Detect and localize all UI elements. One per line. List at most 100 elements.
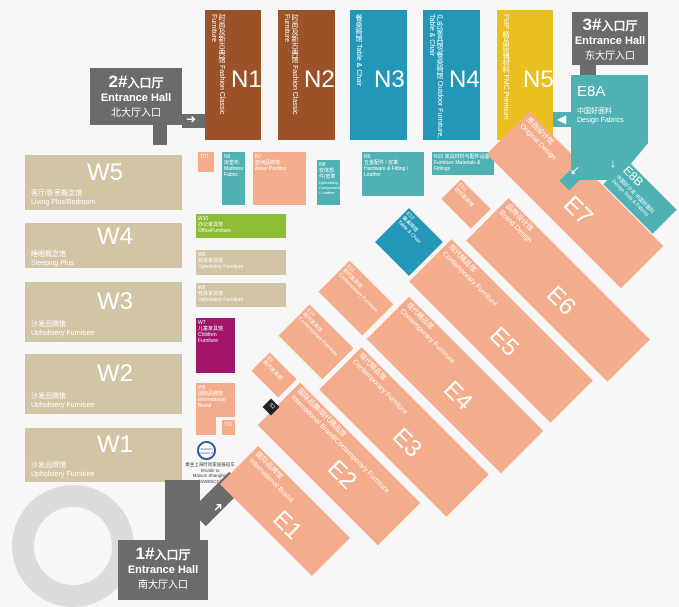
hall-en: International Brand xyxy=(198,397,226,409)
hall-id: N9 xyxy=(364,154,371,160)
hall-cn: 沙发品牌馆 xyxy=(31,393,66,400)
hall-cn: 现代家具馆 xyxy=(341,267,364,290)
hall-en: Fashion Classic Furniture xyxy=(210,14,225,115)
hall-cn: 时尚及新古典馆 xyxy=(218,14,225,63)
hall-id: E6 xyxy=(541,280,581,321)
hall-id: N10 xyxy=(434,154,444,160)
arrow-left-icon: ◀ xyxy=(557,112,567,126)
station-label: S2 xyxy=(267,402,276,411)
hall-cn: 五金配件 / 皮革 xyxy=(364,160,399,166)
hall-id: N5 xyxy=(523,66,554,93)
entrance-en: Entrance Hall xyxy=(127,564,199,576)
hall-cn: FMP 精品原辅材料 xyxy=(502,14,509,73)
hall-w6-extension xyxy=(196,417,216,435)
hall-en: Outdoor Furniture, Table & Chair xyxy=(428,14,443,139)
hall-en: Upholstery Furniture xyxy=(31,330,95,337)
hall-cn: 床垫布 xyxy=(224,160,240,166)
hall-id: W10 xyxy=(198,216,209,222)
entrance-number: 2# xyxy=(108,72,128,91)
hall-t07[interactable]: T07 xyxy=(198,152,214,172)
hall-en: Design Fabrics xyxy=(577,117,624,124)
hall-cn: 软体家具馆 xyxy=(198,258,224,264)
hall-cn: 户外家具馆/餐桌椅馆 xyxy=(436,14,443,79)
hall-cn: 中国好面料 xyxy=(577,108,612,115)
corridor xyxy=(553,112,573,127)
entrance-en: Entrance Hall xyxy=(100,92,172,104)
entrance-number: 1# xyxy=(135,544,155,563)
entrance-en: Entrance Hall xyxy=(574,35,646,47)
hall-en: FMC Premium xyxy=(502,74,509,120)
entrance-number: 3# xyxy=(582,15,602,34)
hall-cn: 沙发品牌馆 xyxy=(31,462,66,469)
entrance-cn-title: 入口厅 xyxy=(127,76,164,90)
hall-en: Upholstery Furniture xyxy=(31,471,95,478)
hall-id: N8 xyxy=(319,162,326,168)
hall-en: Upholstery Furniture xyxy=(198,264,244,270)
entrance-cn-title: 入口厅 xyxy=(601,19,638,33)
arrow-down-icon: ↓ xyxy=(610,156,616,170)
hall-cn: 客厅/卧室概念馆 xyxy=(31,190,82,197)
entrance-cn: 南大厅入口 xyxy=(138,580,188,591)
hall-en: Table & Chair xyxy=(355,43,362,86)
hall-en: Children Furniture xyxy=(198,332,219,344)
hall-en: Furniture Materials & Fittings xyxy=(434,160,481,172)
corridor xyxy=(153,125,167,145)
hall-id: N4 xyxy=(449,66,480,93)
hall-id: E5 xyxy=(484,321,524,362)
hall-id: N1 xyxy=(231,66,262,93)
hall-en: Asian Pavilion xyxy=(255,166,287,172)
hall-id: W9 xyxy=(198,252,206,258)
hall-cn: 家具材料与配件设备 xyxy=(444,154,490,160)
hall-id: E4 xyxy=(438,375,478,416)
hall-cn: 儿童家具馆 xyxy=(198,326,224,332)
hall-en: Upholstery Components / Leather xyxy=(319,180,342,195)
hall-cn: 国际品牌馆 xyxy=(198,391,224,397)
hall-en: Fashion Classic Furniture xyxy=(283,14,298,115)
shuttle-en: Maison Shanghai xyxy=(192,473,228,478)
hall-cn: 时尚及新古典馆 xyxy=(291,14,298,63)
arrow-right-icon: ➜ xyxy=(186,112,197,126)
corridor xyxy=(182,114,205,128)
shuttle-cn: 乘坐上海时尚家居展班车 xyxy=(185,462,235,467)
hall-id: T07 xyxy=(200,154,209,160)
hall-id: E7 xyxy=(558,190,598,231)
hall-en: Sleeping Plus xyxy=(31,260,74,267)
hall-en: Hardware & Fitting / Leather xyxy=(364,166,409,178)
hall-n5[interactable]: FMP 精品原辅材料 FMC Premium N5 xyxy=(497,10,554,140)
hall-id: E1 xyxy=(267,505,308,546)
hall-id: W4 xyxy=(97,223,133,250)
hall-cn: 现代家具馆 xyxy=(301,311,324,334)
roundabout xyxy=(12,485,134,607)
hall-n4[interactable]: 户外家具馆/餐桌椅馆 Outdoor Furniture, Table & Ch… xyxy=(423,10,480,140)
arrow-down-left-icon: ↙ xyxy=(570,163,581,177)
hall-id: W8 xyxy=(198,285,206,291)
maison-shanghai-logo: MAISON SHANGHAI xyxy=(197,441,216,460)
arrow-down-icon: ▼ xyxy=(154,134,166,148)
hall-id: W6 xyxy=(198,385,206,391)
hall-cn: 软体部件/皮革 xyxy=(319,168,336,180)
hall-t01[interactable]: T01 xyxy=(222,420,235,435)
